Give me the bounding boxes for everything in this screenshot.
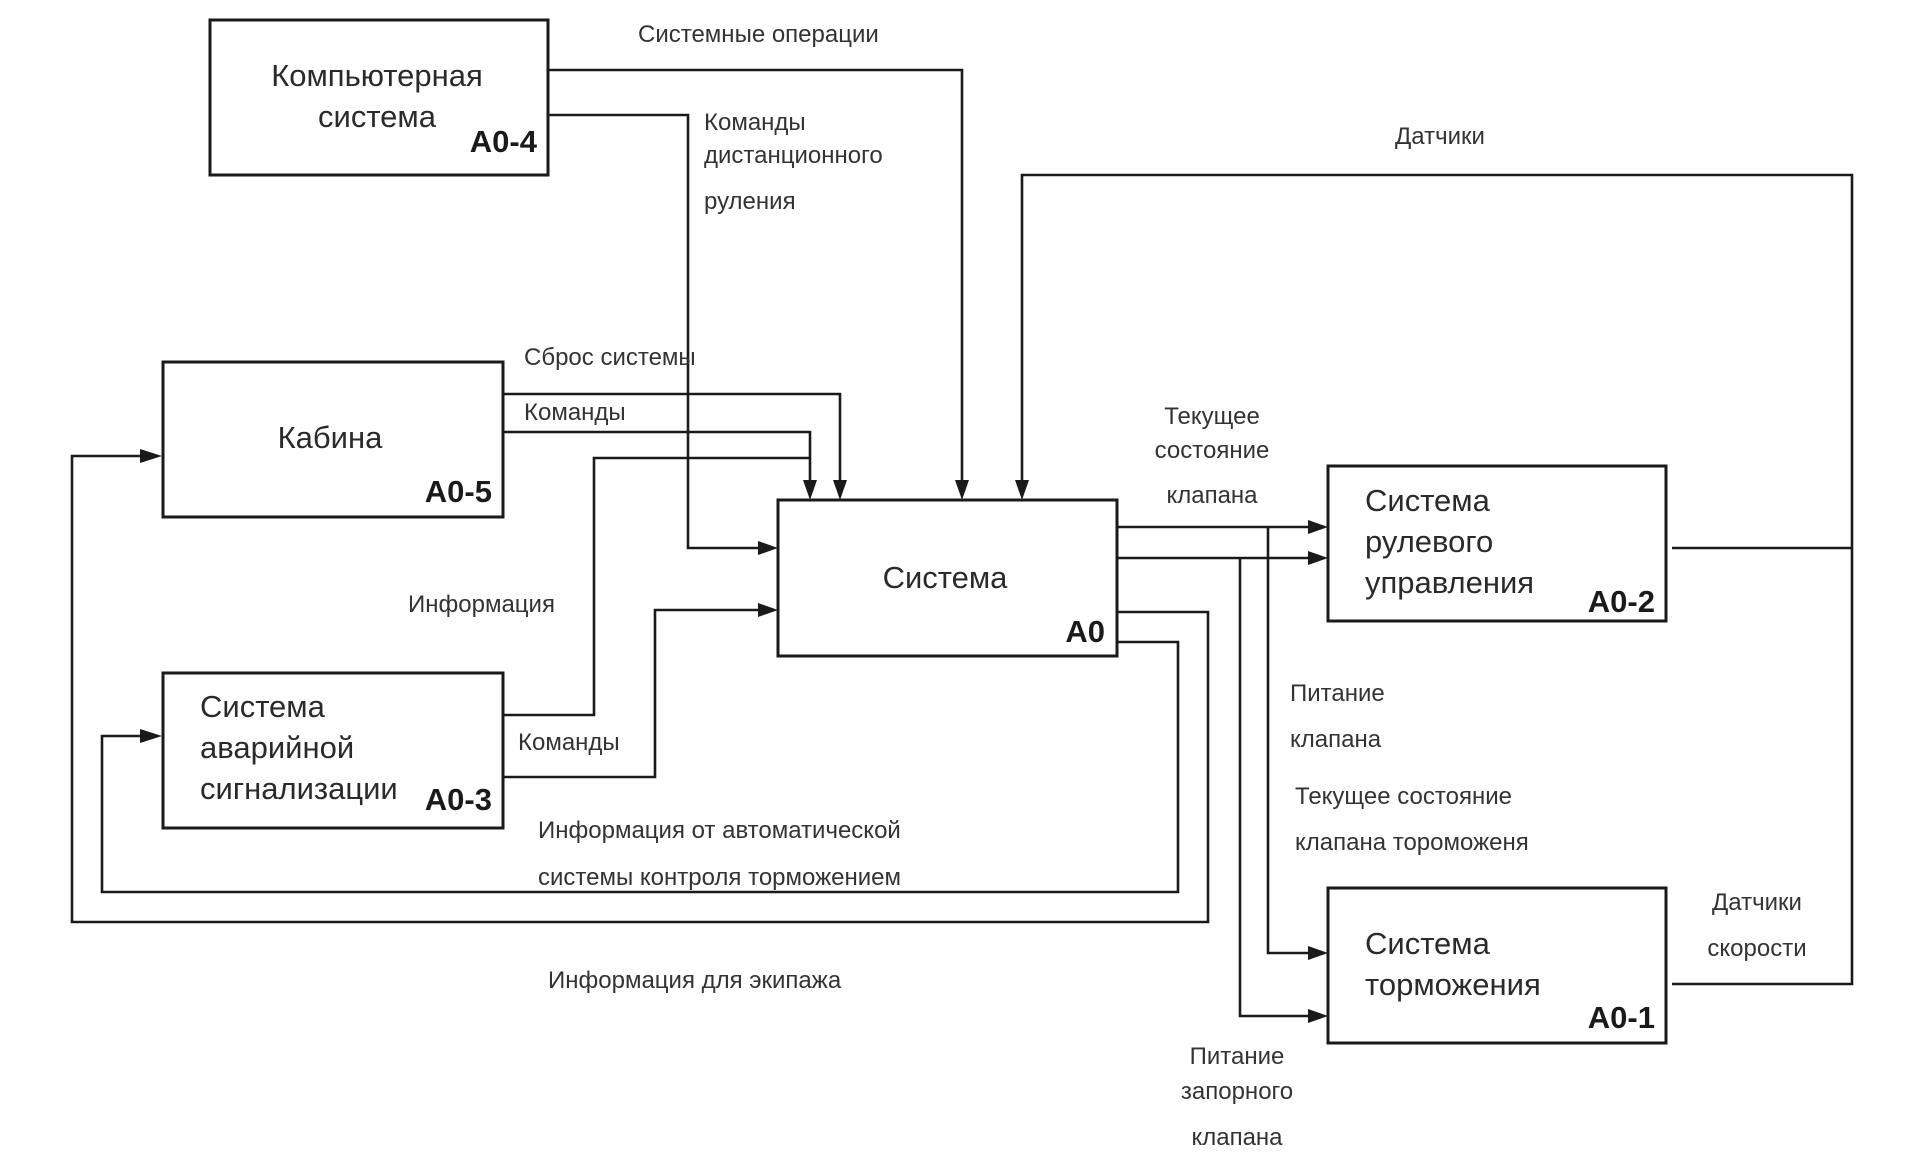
label-valve-state: Текущее bbox=[1164, 403, 1260, 430]
arrowhead-right-icon bbox=[758, 603, 778, 617]
label-valve-state: клапана bbox=[1166, 482, 1258, 509]
label-remote-steering-commands: руления bbox=[704, 188, 796, 215]
arrow-sensors bbox=[1020, 173, 1854, 550]
label-system-operations: Системные операции bbox=[638, 21, 879, 48]
arrowhead-down-icon bbox=[955, 480, 969, 500]
box-title-line: Система bbox=[1365, 483, 1491, 518]
arrow-system-operations bbox=[548, 68, 964, 480]
label-valve-power: клапана bbox=[1290, 726, 1382, 753]
label-auto-brake-info: Информация от автоматической bbox=[538, 817, 901, 844]
label-brake-valve-state: Текущее состояние bbox=[1295, 783, 1512, 810]
arrowhead-right-icon bbox=[758, 541, 778, 555]
connectors bbox=[70, 68, 1854, 1018]
label-system-reset: Сброс системы bbox=[524, 344, 696, 371]
arrowhead-right-icon bbox=[140, 449, 162, 463]
arrow-speed-sensors bbox=[1672, 548, 1854, 986]
box-code: A0-3 bbox=[425, 782, 492, 817]
label-brake-valve-state: клапана тороможеня bbox=[1295, 829, 1529, 856]
arrow-remote-steering-commands bbox=[548, 113, 758, 550]
arrowhead-right-icon bbox=[1308, 1009, 1328, 1023]
arrow-shutoff-valve-power bbox=[1238, 558, 1308, 1018]
box-title-line: Кабина bbox=[278, 420, 383, 455]
arrow-cabin-commands bbox=[503, 430, 812, 480]
box-code: A0-1 bbox=[1588, 1000, 1655, 1035]
box-title-line: торможения bbox=[1365, 967, 1541, 1002]
arrowhead-right-icon bbox=[1308, 520, 1328, 534]
box-computer-system: Компьютерная система A0-4 bbox=[208, 18, 550, 177]
arrowhead-right-icon bbox=[1308, 946, 1328, 960]
box-cabin: Кабина A0-5 bbox=[161, 360, 505, 519]
box-title-line: Система bbox=[1365, 926, 1491, 961]
label-cabin-commands: Команды bbox=[524, 399, 626, 426]
box-alarm-system: Система аварийной сигнализации A0-3 bbox=[161, 671, 505, 830]
box-code: A0-5 bbox=[425, 474, 492, 509]
arrowheads bbox=[140, 449, 1328, 1023]
label-information: Информация bbox=[408, 591, 555, 618]
box-title-line: Система bbox=[200, 689, 326, 724]
label-shutoff-valve-power: клапана bbox=[1191, 1124, 1283, 1151]
label-auto-brake-info: системы контроля торможением bbox=[538, 864, 901, 891]
label-shutoff-valve-power: Питание bbox=[1190, 1043, 1285, 1070]
box-code: A0-2 bbox=[1588, 584, 1655, 619]
label-shutoff-valve-power: запорного bbox=[1181, 1078, 1293, 1105]
label-crew-info: Информация для экипажа bbox=[548, 967, 842, 994]
arrowhead-down-icon bbox=[833, 480, 847, 500]
label-speed-sensors: скорости bbox=[1707, 935, 1806, 962]
arrowhead-down-icon bbox=[803, 480, 817, 500]
box-title-line: сигнализации bbox=[200, 771, 398, 806]
box-code: A0-4 bbox=[470, 124, 538, 159]
box-title-line: управления bbox=[1365, 565, 1534, 600]
box-code: A0 bbox=[1065, 614, 1105, 649]
arrowhead-down-icon bbox=[1015, 480, 1029, 500]
label-remote-steering-commands: дистанционного bbox=[704, 142, 883, 169]
box-main-system: Система A0 bbox=[776, 498, 1119, 658]
box-steering-system: Система рулевого управления A0-2 bbox=[1326, 464, 1668, 623]
arrow-brake-valve-state bbox=[1266, 527, 1308, 955]
box-title-line: рулевого bbox=[1365, 524, 1493, 559]
label-valve-power: Питание bbox=[1290, 680, 1385, 707]
label-speed-sensors: Датчики bbox=[1712, 889, 1802, 916]
box-title-line: система bbox=[318, 99, 437, 134]
box-title-line: аварийной bbox=[200, 730, 354, 765]
label-valve-state: состояние bbox=[1155, 437, 1270, 464]
label-alarm-commands: Команды bbox=[518, 729, 620, 756]
arrow-labels: Системные операции Команды дистанционног… bbox=[408, 21, 1807, 1151]
label-sensors: Датчики bbox=[1395, 123, 1485, 150]
label-remote-steering-commands: Команды bbox=[704, 109, 806, 136]
arrowhead-right-icon bbox=[1308, 551, 1328, 565]
box-title-line: Компьютерная bbox=[271, 58, 483, 93]
arrow-system-reset bbox=[503, 392, 842, 480]
box-braking-system: Система торможения A0-1 bbox=[1326, 886, 1668, 1045]
arrow-auto-brake-info bbox=[100, 640, 1180, 894]
arrow-alarm-commands bbox=[503, 608, 758, 779]
arrow-crew-info bbox=[70, 454, 1210, 924]
box-title-line: Система bbox=[883, 560, 1009, 595]
arrowhead-right-icon bbox=[140, 729, 162, 743]
arrow-information bbox=[503, 456, 810, 717]
